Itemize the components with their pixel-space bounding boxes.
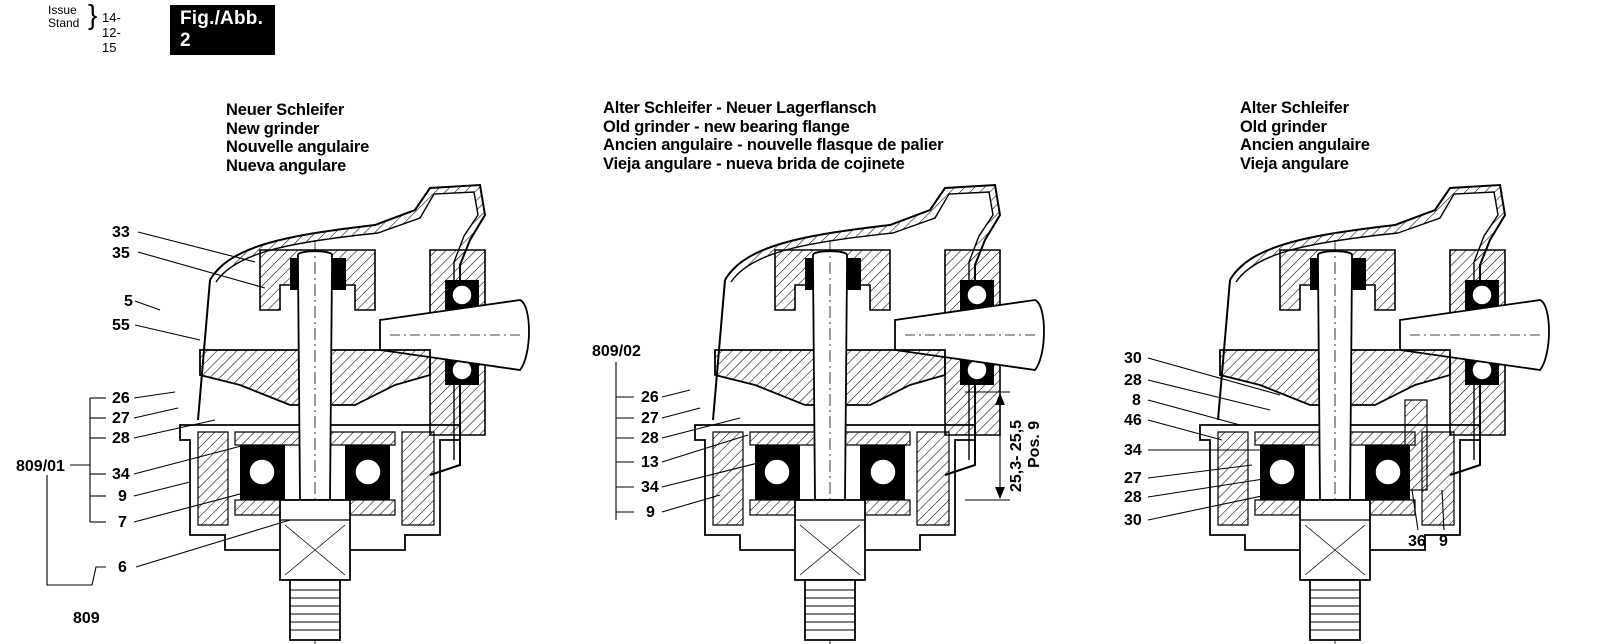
part-label: 7: [118, 514, 127, 531]
issue-date: 14-12-15: [102, 10, 121, 55]
part-label: 35: [112, 245, 130, 262]
old-grinder-section: [1199, 184, 1550, 644]
caption-line: Vieja angulare: [1240, 154, 1349, 173]
new-grinder-section: [179, 184, 530, 644]
part-label: 30: [1124, 512, 1142, 529]
part-label: 34: [641, 479, 659, 496]
dimension-note: Pos. 9: [1026, 421, 1043, 468]
part-label: 28: [112, 430, 130, 447]
part-label: 28: [1124, 489, 1142, 506]
caption-line: Old grinder - new bearing flange: [603, 117, 850, 136]
panel3-caption: Alter Schleifer Old grinder Ancien angul…: [1240, 99, 1370, 173]
group-label: 809/01: [16, 458, 65, 475]
part-label: 9: [118, 488, 127, 505]
part-label: 34: [1124, 442, 1142, 459]
part-label: 13: [641, 454, 659, 471]
caption-line: Old grinder: [1240, 117, 1327, 136]
caption-line: Ancien angulaire: [1240, 136, 1370, 154]
part-label: 33: [112, 224, 130, 241]
panel2-leaders: [615, 362, 1010, 520]
caption-line: Nueva angulare: [226, 156, 347, 175]
part-label: 26: [641, 389, 659, 406]
group-label: 809/02: [592, 343, 641, 360]
part-label: 28: [641, 430, 659, 447]
part-label: 27: [112, 410, 130, 427]
brace-glyph: }: [88, 0, 98, 30]
part-label: 28: [1124, 372, 1142, 389]
part-label: 34: [112, 466, 130, 483]
caption-line: Alter Schleifer: [1240, 99, 1349, 117]
part-label: 9: [1439, 533, 1448, 550]
figure-title: Fig./Abb. 2: [170, 5, 276, 55]
part-label: 9: [646, 504, 655, 521]
panel3-leaders: [1147, 357, 1445, 531]
part-label: 36: [1408, 533, 1426, 550]
caption-line: Nouvelle angulaire: [226, 138, 370, 156]
part-label: 6: [118, 559, 127, 576]
part-label: 5: [124, 293, 133, 310]
issue-line: Issue: [48, 3, 77, 17]
panel1-leaders: [46, 231, 291, 586]
panel1-caption: Neuer Schleifer New grinder Nouvelle ang…: [226, 101, 369, 175]
part-label: 8: [1132, 392, 1141, 409]
caption-line: Vieja angulare - nueva brida de cojinete: [603, 154, 905, 173]
part-label: 26: [112, 390, 130, 407]
part-label: 30: [1124, 350, 1142, 367]
dimension-value: 25,3- 25,5: [1008, 420, 1025, 492]
caption-line: Ancien angulaire - nouvelle flasque de p…: [603, 136, 944, 154]
issue-label: Issue Stand: [48, 4, 79, 30]
part-label: 46: [1124, 412, 1142, 429]
caption-line: New grinder: [226, 119, 320, 138]
part-label: 55: [112, 317, 130, 334]
caption-line: Neuer Schleifer: [226, 101, 345, 119]
panel2-caption: Alter Schleifer - Neuer Lagerflansch Old…: [603, 99, 944, 173]
stand-line: Stand: [48, 16, 80, 30]
caption-line: Alter Schleifer - Neuer Lagerflansch: [603, 99, 877, 117]
part-label: 27: [641, 410, 659, 427]
old-grinder-new-flange-section: [694, 184, 1045, 644]
group-label: 809: [73, 610, 100, 627]
part-label: 27: [1124, 470, 1142, 487]
